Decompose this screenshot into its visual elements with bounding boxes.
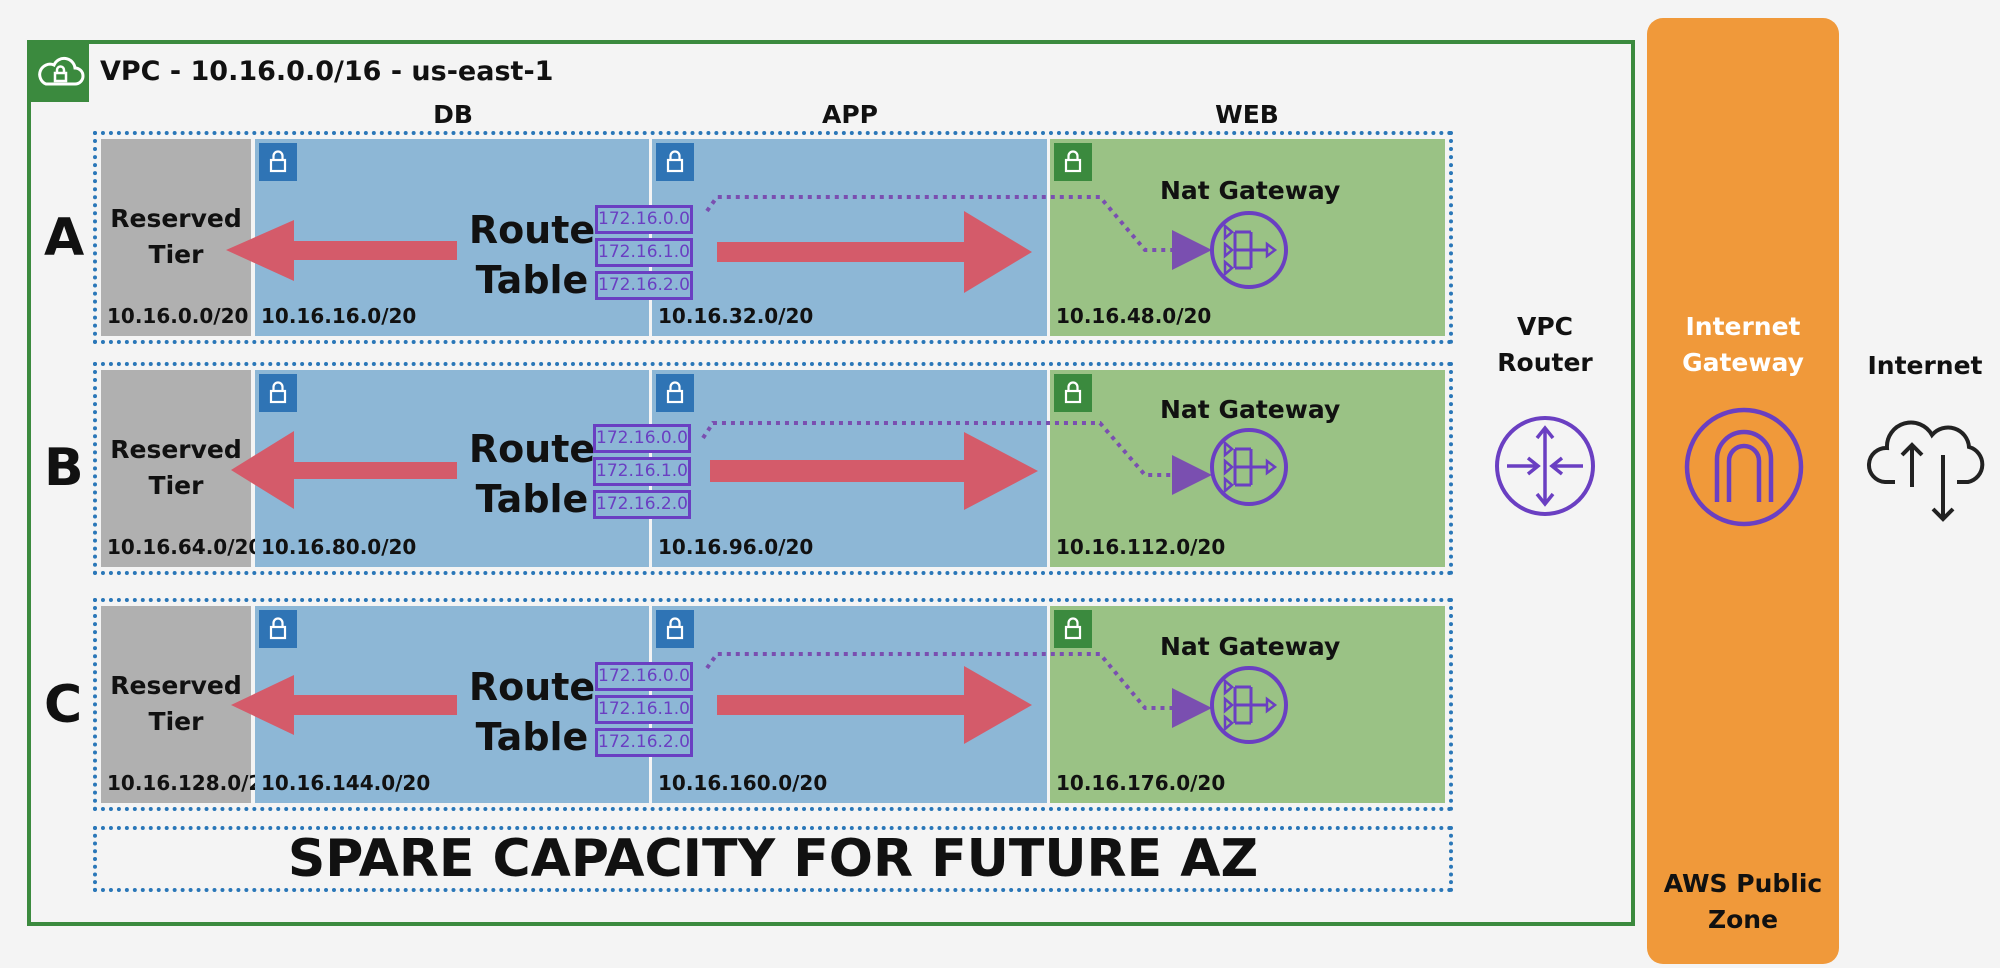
subnet-cidr: 10.16.160.0/20 [658,771,828,795]
lock-icon [656,374,694,412]
cloud-lock-icon [31,44,89,102]
lock-icon [1054,374,1092,412]
nat-route-path [705,195,1212,270]
route-table: 172.16.0.0 172.16.1.0 172.16.2.0 [595,205,693,304]
route-entry: 172.16.1.0 [595,238,693,267]
left-arrow [231,431,457,509]
subnet-reserved-a: Reserved Tier 10.16.0.0/20 [101,139,251,336]
nat-gateway-label: Nat Gateway [1160,176,1341,205]
nat-route-path [701,421,1212,495]
az-row-b: Reserved Tier 10.16.64.0/20 10.16.80.0/2… [93,362,1453,575]
reserved-tier-label: Reserved Tier [110,435,242,500]
route-table: 172.16.0.0 172.16.1.0 172.16.2.0 [595,662,693,761]
subnet-cidr: 10.16.144.0/20 [261,771,431,795]
column-header-web: WEB [1215,100,1279,129]
vpc-title: VPC - 10.16.0.0/16 - us-east-1 [100,56,554,87]
reserved-tier-label: Reserved Tier [110,671,242,736]
left-arrow [231,675,457,735]
route-entry: 172.16.2.0 [593,490,691,519]
subnet-cidr: 10.16.0.0/20 [107,304,249,328]
lock-icon [259,374,297,412]
route-entry: 172.16.1.0 [595,695,693,724]
route-entry: 172.16.0.0 [593,424,691,453]
subnet-cidr: 10.16.64.0/20 [107,535,263,559]
nat-gateway-label: Nat Gateway [1160,632,1341,661]
spare-capacity-box: SPARE CAPACITY FOR FUTURE AZ [93,826,1453,892]
az-letter-a: A [44,208,85,268]
route-entry: 172.16.2.0 [595,271,693,300]
az-letter-c: C [44,675,83,735]
subnet-cidr: 10.16.80.0/20 [261,535,417,559]
route-table-label: Route Table [468,208,596,302]
nat-route-path [705,652,1212,728]
internet-gateway-icon [1684,407,1804,527]
subnet-cidr: 10.16.112.0/20 [1056,535,1226,559]
subnet-reserved-b: Reserved Tier 10.16.64.0/20 [101,370,262,567]
aws-public-zone [1647,18,1839,964]
right-arrow [717,666,1032,744]
subnet-cidr: 10.16.96.0/20 [658,535,814,559]
column-header-db: DB [433,100,473,129]
aws-public-zone-label: AWS Public Zone [1663,869,1823,934]
route-entry: 172.16.1.0 [593,457,691,486]
route-table-label: Route Table [468,665,596,759]
right-arrow [710,432,1038,510]
right-arrow [717,211,1032,293]
left-arrow [226,220,457,281]
column-header-app: APP [822,100,878,129]
subnet-web-a: Nat Gateway 10.16.48.0/20 [1050,139,1445,336]
reserved-tier-label: Reserved Tier [110,204,242,269]
subnet-reserved-c: Reserved Tier 10.16.128.0/20 [101,606,276,803]
nat-gateway-icon [1210,428,1288,506]
internet-gateway-label: Internet Gateway [1682,312,1804,377]
subnet-cidr: 10.16.176.0/20 [1056,771,1226,795]
subnet-cidr: 10.16.16.0/20 [261,304,417,328]
subnet-cidr: 10.16.128.0/20 [107,771,277,795]
lock-icon [1054,610,1092,648]
lock-icon [656,610,694,648]
subnet-cidr: 10.16.48.0/20 [1056,304,1212,328]
lock-icon [656,143,694,181]
az-row-a: Reserved Tier 10.16.0.0/20 10.16.16.0/20… [93,131,1453,344]
cloud-upload-download-icon [1867,420,1985,522]
route-table-label: Route Table [468,427,596,521]
router-icon [1495,416,1595,516]
subnet-db-a: 10.16.16.0/20 [255,139,649,336]
route-table: 172.16.0.0 172.16.1.0 172.16.2.0 [593,424,691,523]
subnet-cidr: 10.16.32.0/20 [658,304,814,328]
route-entry: 172.16.0.0 [595,662,693,691]
az-letter-b: B [44,438,84,498]
lock-icon [259,143,297,181]
nat-gateway-label: Nat Gateway [1160,395,1341,424]
vpc-router-label: VPC Router [1497,312,1593,377]
route-entry: 172.16.0.0 [595,205,693,234]
lock-icon [259,610,297,648]
nat-gateway-icon [1210,211,1288,289]
internet-label: Internet [1867,351,1983,380]
lock-icon [1054,143,1092,181]
vpc-container [27,40,1635,926]
route-entry: 172.16.2.0 [595,728,693,757]
nat-gateway-icon [1210,666,1288,744]
